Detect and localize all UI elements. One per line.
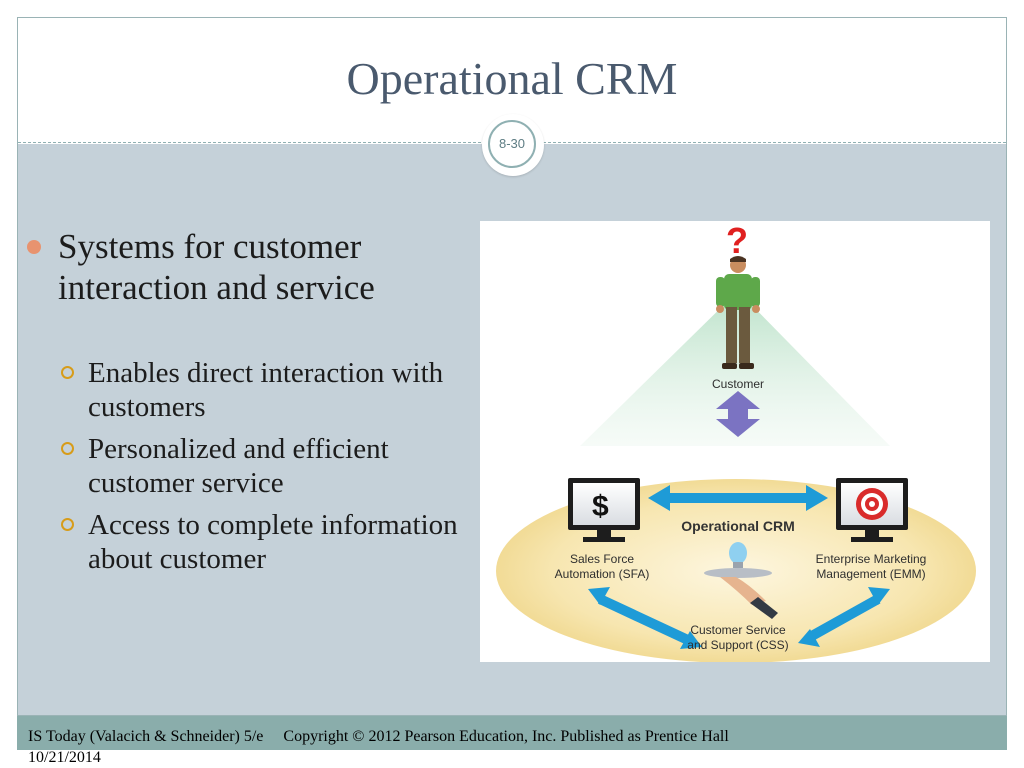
sub-bullet-text: Enables direct interaction with customer… xyxy=(88,357,444,423)
slide-number: 8-30 xyxy=(488,120,536,168)
footer-source: IS Today (Valacich & Schneider) 5/e xyxy=(28,728,264,745)
question-mark-icon: ? xyxy=(726,221,748,261)
sub-bullet-text: Access to complete information about cus… xyxy=(88,509,458,575)
css-label-line: and Support (CSS) xyxy=(687,638,789,652)
main-bullet-text: Systems for customer interaction and ser… xyxy=(58,227,375,307)
bullet-dot-icon xyxy=(27,240,41,254)
sub-bullet-text: Personalized and efficient customer serv… xyxy=(88,433,389,499)
emm-label-line: Enterprise Marketing xyxy=(815,552,927,566)
sfa-label: Sales Force Automation (SFA) xyxy=(542,552,662,582)
customer-person-icon xyxy=(716,256,760,369)
dollar-monitor-icon: $ xyxy=(568,478,640,542)
svg-text:$: $ xyxy=(592,490,609,523)
bullet-content: Systems for customer interaction and ser… xyxy=(20,226,460,576)
slide-title: Operational CRM xyxy=(346,53,678,104)
customer-crm-arrow xyxy=(716,391,760,437)
sub-bullet-list: Enables direct interaction with customer… xyxy=(20,356,460,576)
diagram-graphics: ? xyxy=(496,221,976,662)
emm-label-line: Management (EMM) xyxy=(816,567,926,581)
footer-date: 10/21/2014 xyxy=(28,749,101,766)
bullet-ring-icon xyxy=(61,442,74,455)
sub-bullet: Enables direct interaction with customer… xyxy=(20,356,460,424)
sub-bullet: Personalized and efficient customer serv… xyxy=(20,432,460,500)
service-tray-icon xyxy=(704,542,778,619)
footer-text: IS Today (Valacich & Schneider) 5/e Copy… xyxy=(28,728,729,746)
customer-label: Customer xyxy=(711,377,764,391)
emm-label: Enterprise Marketing Management (EMM) xyxy=(806,552,936,582)
bullet-ring-icon xyxy=(61,518,74,531)
main-bullet: Systems for customer interaction and ser… xyxy=(20,226,460,308)
sfa-label-line: Sales Force xyxy=(569,552,635,566)
footer-copyright: Copyright © 2012 Pearson Education, Inc.… xyxy=(283,728,729,745)
css-label: Customer Service and Support (CSS) xyxy=(678,623,798,653)
slide-number-badge: 8-30 xyxy=(482,114,544,176)
emm-css-arrow xyxy=(798,587,890,647)
bullet-ring-icon xyxy=(61,366,74,379)
crm-center-label: Operational CRM xyxy=(681,518,795,534)
sub-bullet: Access to complete information about cus… xyxy=(20,508,460,576)
operational-crm-diagram: ? xyxy=(480,221,990,662)
footer-bar xyxy=(17,716,1007,750)
css-label-line: Customer Service xyxy=(690,623,786,637)
sfa-emm-arrow xyxy=(648,485,828,511)
target-monitor-icon xyxy=(836,478,908,542)
sfa-css-arrow xyxy=(588,587,702,649)
sfa-label-line: Automation (SFA) xyxy=(554,567,650,581)
